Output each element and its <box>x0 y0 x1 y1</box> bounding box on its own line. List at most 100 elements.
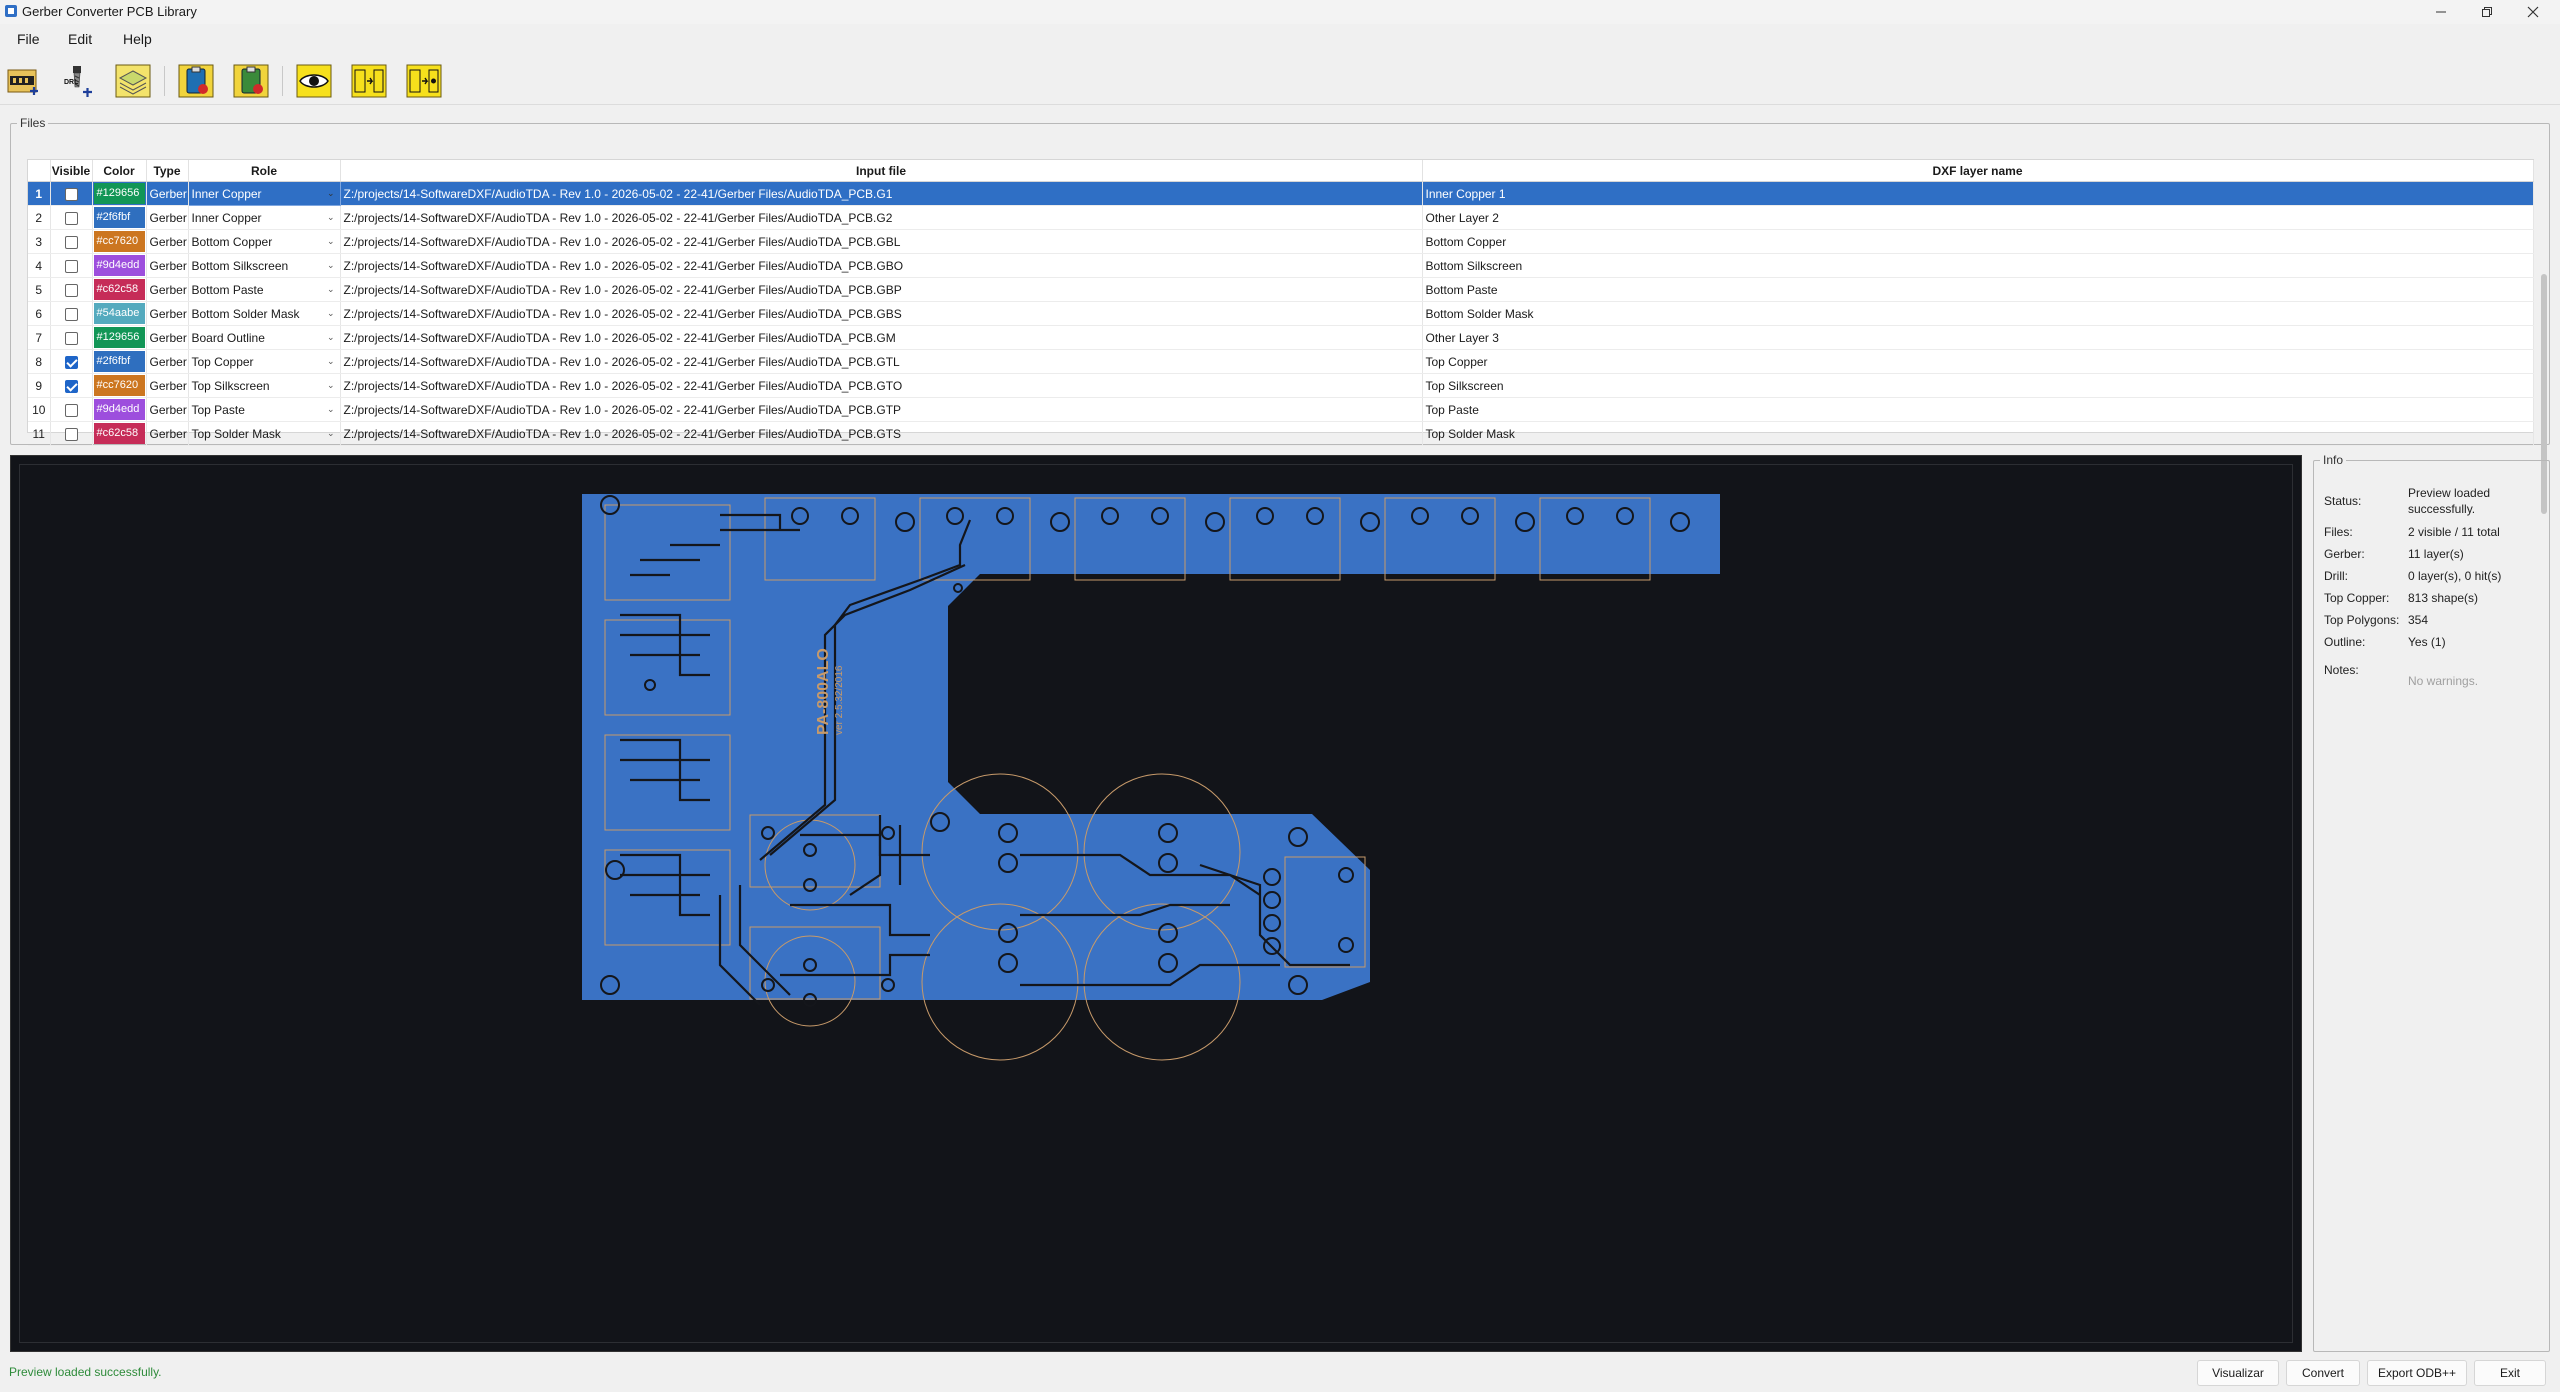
visible-checkbox[interactable] <box>64 283 78 297</box>
files-table[interactable]: Visible Color Type Role Input file DXF l… <box>27 159 2534 446</box>
role-dropdown[interactable]: Board Outline⌄ <box>188 325 341 350</box>
convert-dxf-button[interactable] <box>351 63 387 99</box>
color-swatch[interactable]: #2f6fbf <box>93 207 145 228</box>
convert-button[interactable]: Convert <box>2286 1360 2360 1386</box>
role-dropdown[interactable]: Top Solder Mask⌄ <box>188 421 341 446</box>
close-button[interactable] <box>2510 0 2556 24</box>
role-dropdown[interactable]: Top Paste⌄ <box>188 397 341 422</box>
role-value: Bottom Solder Mask <box>191 306 300 321</box>
color-swatch[interactable]: #cc7620 <box>93 231 145 252</box>
color-swatch[interactable]: #c62c58 <box>93 423 145 444</box>
visualize-button[interactable]: Visualizar <box>2197 1360 2279 1386</box>
color-cell[interactable]: #cc7620 <box>92 373 147 398</box>
color-cell[interactable]: #9d4edd <box>92 253 147 278</box>
info-panel: Info Status: Preview loaded successfully… <box>2313 453 2550 1352</box>
restore-button[interactable] <box>2464 0 2510 24</box>
header-dxf-layer[interactable]: DXF layer name <box>1422 160 2534 182</box>
header-type[interactable]: Type <box>146 160 189 182</box>
role-dropdown[interactable]: Top Copper⌄ <box>188 349 341 374</box>
color-cell[interactable]: #2f6fbf <box>92 349 147 374</box>
add-drill-button[interactable]: DRL <box>60 63 96 99</box>
color-cell[interactable]: #129656 <box>92 325 147 350</box>
header-role[interactable]: Role <box>188 160 341 182</box>
role-dropdown[interactable]: Bottom Silkscreen⌄ <box>188 253 341 278</box>
visible-checkbox[interactable] <box>64 331 78 345</box>
exit-button[interactable]: Exit <box>2474 1360 2546 1386</box>
header-input-file[interactable]: Input file <box>340 160 1423 182</box>
dxf-layer-cell[interactable]: Other Layer 3 <box>1422 325 2534 350</box>
export-odb-button[interactable]: Export ODB++ <box>2367 1360 2467 1386</box>
board-label: PA-800ALO ver 2.5.32/2016 <box>815 648 845 735</box>
color-swatch[interactable]: #129656 <box>93 327 145 348</box>
visible-checkbox[interactable] <box>64 187 78 201</box>
row-index: 10 <box>28 397 51 422</box>
preview-canvas[interactable]: PA-800ALO ver 2.5.32/2016 <box>19 464 2293 1343</box>
visible-checkbox[interactable] <box>64 355 78 369</box>
paste-top-button[interactable] <box>178 63 214 99</box>
role-dropdown[interactable]: Bottom Copper⌄ <box>188 229 341 254</box>
color-swatch[interactable]: #9d4edd <box>93 399 145 420</box>
color-swatch[interactable]: #54aabe <box>93 303 145 324</box>
dxf-layer-cell[interactable]: Top Paste <box>1422 397 2534 422</box>
dxf-layer-cell[interactable]: Bottom Silkscreen <box>1422 253 2534 278</box>
info-toppoly-value: 354 <box>2408 613 2429 627</box>
convert-odb-button[interactable] <box>406 63 442 99</box>
preview-panel[interactable]: PA-800ALO ver 2.5.32/2016 <box>10 455 2302 1352</box>
color-cell[interactable]: #c62c58 <box>92 277 147 302</box>
color-swatch[interactable]: #2f6fbf <box>93 351 145 372</box>
color-swatch[interactable]: #129656 <box>93 183 145 204</box>
layers-button[interactable] <box>115 63 151 99</box>
color-cell[interactable]: #129656 <box>92 181 147 206</box>
dxf-layer-cell[interactable]: Bottom Copper <box>1422 229 2534 254</box>
minimize-button[interactable] <box>2418 0 2464 24</box>
role-dropdown[interactable]: Bottom Paste⌄ <box>188 277 341 302</box>
color-swatch[interactable]: #cc7620 <box>93 375 145 396</box>
visible-checkbox[interactable] <box>64 211 78 225</box>
visible-checkbox[interactable] <box>64 379 78 393</box>
role-dropdown[interactable]: Inner Copper⌄ <box>187 181 341 206</box>
color-cell[interactable]: #9d4edd <box>92 397 147 422</box>
add-gerber-button[interactable] <box>5 63 41 99</box>
role-dropdown[interactable]: Bottom Solder Mask⌄ <box>188 301 341 326</box>
visible-checkbox[interactable] <box>64 235 78 249</box>
color-cell[interactable]: #c62c58 <box>92 421 147 446</box>
visible-checkbox[interactable] <box>64 403 78 417</box>
header-color[interactable]: Color <box>92 160 147 182</box>
header-visible[interactable]: Visible <box>50 160 93 182</box>
files-scrollbar[interactable] <box>2541 274 2547 514</box>
role-dropdown[interactable]: Top Silkscreen⌄ <box>188 373 341 398</box>
dxf-layer-cell[interactable]: Other Layer 2 <box>1422 205 2534 230</box>
copper-pads <box>600 495 1690 1007</box>
color-cell[interactable]: #54aabe <box>92 301 147 326</box>
color-cell[interactable]: #cc7620 <box>92 229 147 254</box>
preview-button[interactable] <box>296 63 332 99</box>
dxf-layer-cell[interactable]: Bottom Paste <box>1422 277 2534 302</box>
visible-checkbox[interactable] <box>64 307 78 321</box>
dxf-layer-cell[interactable]: Top Silkscreen <box>1422 373 2534 398</box>
visible-checkbox[interactable] <box>64 259 78 273</box>
paste-bottom-button[interactable] <box>233 63 269 99</box>
menu-file[interactable]: File <box>17 31 40 47</box>
menu-help[interactable]: Help <box>123 31 152 47</box>
color-swatch[interactable]: #9d4edd <box>93 255 145 276</box>
dxf-layer-cell[interactable]: Inner Copper 1 <box>1422 181 2534 206</box>
menu-edit[interactable]: Edit <box>68 31 93 47</box>
dxf-layer-cell[interactable]: Top Copper <box>1422 349 2534 374</box>
dxf-layer-cell[interactable]: Top Solder Mask <box>1422 421 2534 446</box>
role-dropdown[interactable]: Inner Copper⌄ <box>188 205 341 230</box>
color-swatch[interactable]: #c62c58 <box>93 279 145 300</box>
color-cell[interactable]: #2f6fbf <box>92 205 147 230</box>
visible-checkbox[interactable] <box>64 427 78 441</box>
dxf-layer-cell[interactable]: Bottom Solder Mask <box>1422 301 2534 326</box>
